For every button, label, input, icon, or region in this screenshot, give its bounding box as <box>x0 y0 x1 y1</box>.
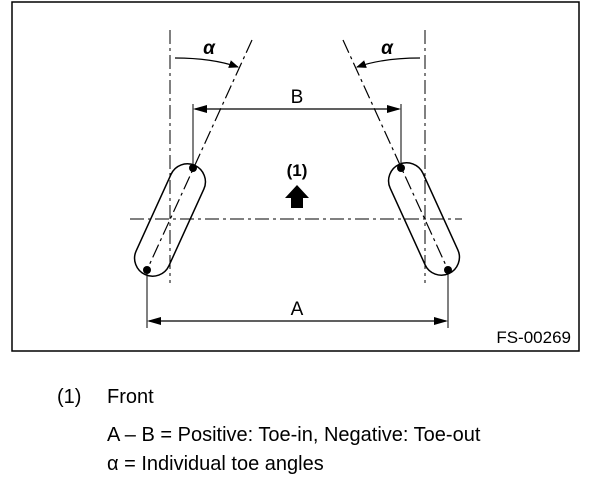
left-wheel <box>133 30 253 328</box>
right-wheel <box>342 30 461 328</box>
right-alpha-arc <box>356 57 421 68</box>
dimension-b-label: B <box>291 87 304 108</box>
right-front-point <box>397 164 405 172</box>
left-front-point <box>189 164 197 172</box>
dimension-b-right-arrow <box>387 105 401 113</box>
right-alpha-label: α <box>381 38 394 59</box>
right-wheel-axis <box>342 39 449 271</box>
front-marker-label: (1) <box>287 161 308 180</box>
left-tire <box>133 163 207 277</box>
diagram-frame <box>11 1 580 352</box>
left-wheel-axis <box>146 39 253 271</box>
left-alpha-arc <box>174 57 239 68</box>
dimension-a-right-arrow <box>434 317 448 325</box>
legend-alpha-definition: α = Individual toe angles <box>107 453 324 475</box>
legend-item-label: Front <box>107 386 154 408</box>
left-alpha-label: α <box>203 38 216 59</box>
legend-item-number: (1) <box>57 386 82 408</box>
front-arrow-icon <box>285 185 309 208</box>
left-rear-point <box>143 266 151 274</box>
right-rear-point <box>444 266 452 274</box>
dimension-a-left-arrow <box>147 317 161 325</box>
dimension-a-label: A <box>291 299 304 320</box>
legend-formula: A – B = Positive: Toe-in, Negative: Toe-… <box>107 424 481 446</box>
dimension-b-left-arrow <box>193 105 207 113</box>
figure-code: FS-00269 <box>496 328 571 347</box>
